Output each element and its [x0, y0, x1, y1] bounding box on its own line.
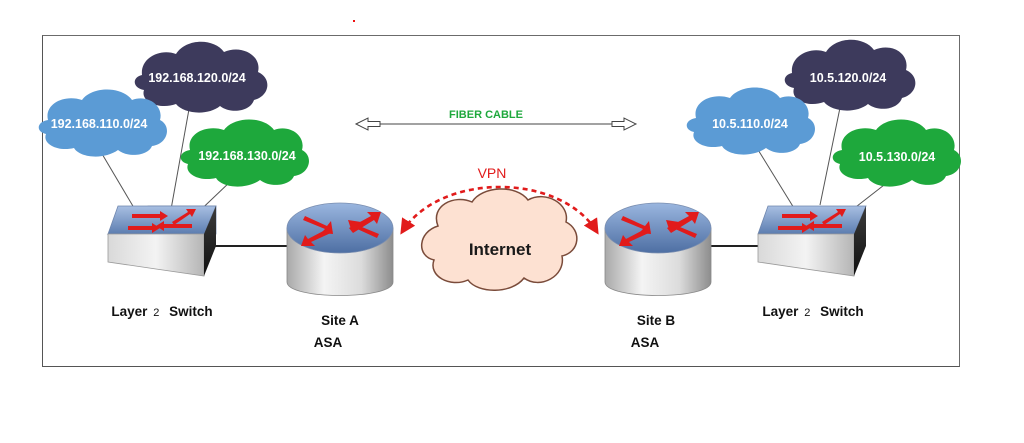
switch-arrow	[778, 223, 810, 233]
switch-right-label: Layer 2 Switch	[762, 304, 863, 319]
router-arrow	[301, 228, 333, 246]
cloud-10-5-120: 10.5.120.0/24	[784, 39, 916, 111]
switch-arrow	[132, 211, 168, 221]
switch-arrows-icon	[778, 209, 846, 233]
router-arrow	[303, 216, 333, 234]
fiber-cable-label: FIBER CABLE	[449, 109, 523, 121]
switch-left	[106, 205, 217, 277]
router-arrow	[666, 220, 697, 238]
cloud-10-5-110: 10.5.110.0/24	[686, 87, 815, 155]
vpn-label: VPN	[478, 165, 507, 181]
cloud-192-168-110: 192.168.110.0/24	[38, 89, 167, 157]
site-a-name: Site A	[321, 313, 359, 328]
router-site-b	[604, 202, 712, 296]
stray-dot	[353, 20, 355, 22]
switch-arrow	[782, 211, 818, 221]
cloud-label: 10.5.130.0/24	[859, 150, 936, 164]
router-arrows-icon	[301, 212, 381, 246]
cloud-label: 192.168.120.0/24	[148, 71, 245, 85]
switch-arrow	[172, 209, 196, 225]
switch-arrows-icon	[128, 209, 196, 233]
switch-arrow	[128, 223, 160, 233]
site-b-name: Site B	[637, 313, 676, 328]
internet-label: Internet	[469, 240, 532, 259]
cloud-label: 192.168.110.0/24	[51, 117, 148, 131]
switch-arrow	[806, 221, 842, 231]
router-arrow	[621, 216, 651, 234]
router-site-a	[286, 202, 394, 296]
switch-left-label: Layer 2 Switch	[111, 304, 212, 319]
switch-right	[757, 205, 867, 277]
cloud-label: 10.5.110.0/24	[712, 117, 788, 131]
cloud-10-5-130: 10.5.130.0/24	[832, 119, 961, 187]
site-a-device: ASA	[314, 335, 343, 350]
vpn-tunnel: VPN	[400, 165, 599, 235]
switch-arrow	[822, 209, 846, 225]
router-arrow	[619, 228, 651, 246]
cloud-label: 10.5.120.0/24	[810, 71, 887, 85]
cloud-192-168-120: 192.168.120.0/24	[134, 41, 268, 113]
cloud-label: 192.168.130.0/24	[198, 149, 295, 163]
router-arrow	[348, 220, 379, 238]
internet-cloud: Internet	[421, 188, 578, 291]
diagram-frame	[42, 35, 960, 367]
fiber-cable: FIBER CABLE	[354, 109, 638, 131]
site-b-device: ASA	[631, 335, 660, 350]
router-arrows-icon	[619, 212, 699, 246]
cloud-192-168-130: 192.168.130.0/24	[180, 119, 309, 187]
switch-arrow	[156, 221, 192, 231]
